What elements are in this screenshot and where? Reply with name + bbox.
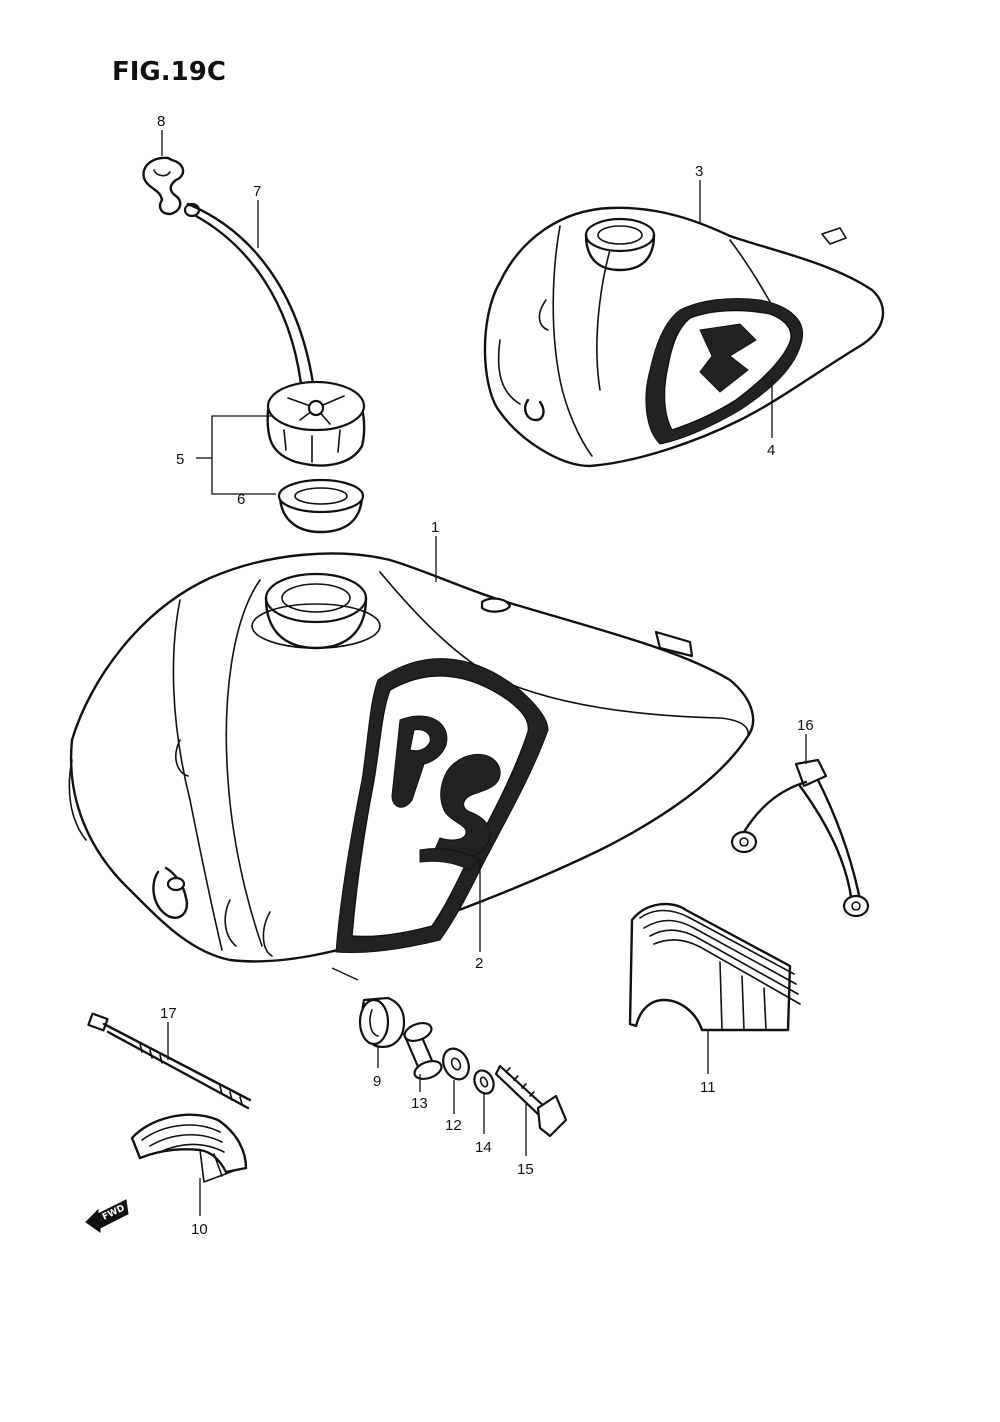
forward-direction-marker: FWD xyxy=(85,1199,129,1233)
callout-5: 5 xyxy=(176,451,184,468)
callout-17: 17 xyxy=(160,1005,177,1022)
part-17-cable-tie xyxy=(87,1012,252,1110)
callout-16: 16 xyxy=(797,717,814,734)
part-14-washer xyxy=(473,1069,495,1095)
callout-labels: 8 7 3 4 5 6 1 2 16 11 17 9 13 12 14 15 1… xyxy=(157,113,814,1238)
callout-13: 13 xyxy=(411,1095,428,1112)
part-10-rubber-cushion xyxy=(130,1113,248,1183)
part-9-grommet xyxy=(331,967,406,1048)
callout-15: 15 xyxy=(517,1161,534,1178)
part-11-rubber-cushion xyxy=(628,902,801,1032)
callout-12: 12 xyxy=(445,1117,462,1134)
part-12-washer xyxy=(442,1047,470,1081)
part-5-fuel-cap xyxy=(266,380,366,467)
part-6-cap-gasket xyxy=(277,478,365,534)
callout-3: 3 xyxy=(695,163,703,180)
callout-9: 9 xyxy=(373,1073,381,1090)
part-13-collar xyxy=(402,1021,443,1081)
callout-4: 4 xyxy=(767,442,775,459)
callout-7: 7 xyxy=(253,183,261,200)
callout-11: 11 xyxy=(700,1079,716,1096)
callout-8: 8 xyxy=(157,113,165,130)
callout-6: 6 xyxy=(237,491,245,508)
leader-lines xyxy=(161,130,807,1216)
part-15-bolt xyxy=(494,1064,568,1138)
part-1-fuel-tank xyxy=(68,552,755,963)
figure-title: FIG.19C xyxy=(112,57,226,87)
part-7-breather-hose xyxy=(183,202,316,394)
part-2-tank-emblem xyxy=(335,658,549,953)
callout-14: 14 xyxy=(475,1139,492,1156)
part-8-hose-clip xyxy=(142,156,185,216)
callout-1: 1 xyxy=(431,519,439,536)
part-4-tank-emblem-upper xyxy=(645,298,804,445)
part-16-tank-bracket xyxy=(730,758,870,918)
callout-2: 2 xyxy=(475,955,483,972)
part-3-fuel-tank-assembly-view xyxy=(483,206,885,468)
callout-10: 10 xyxy=(191,1221,208,1238)
